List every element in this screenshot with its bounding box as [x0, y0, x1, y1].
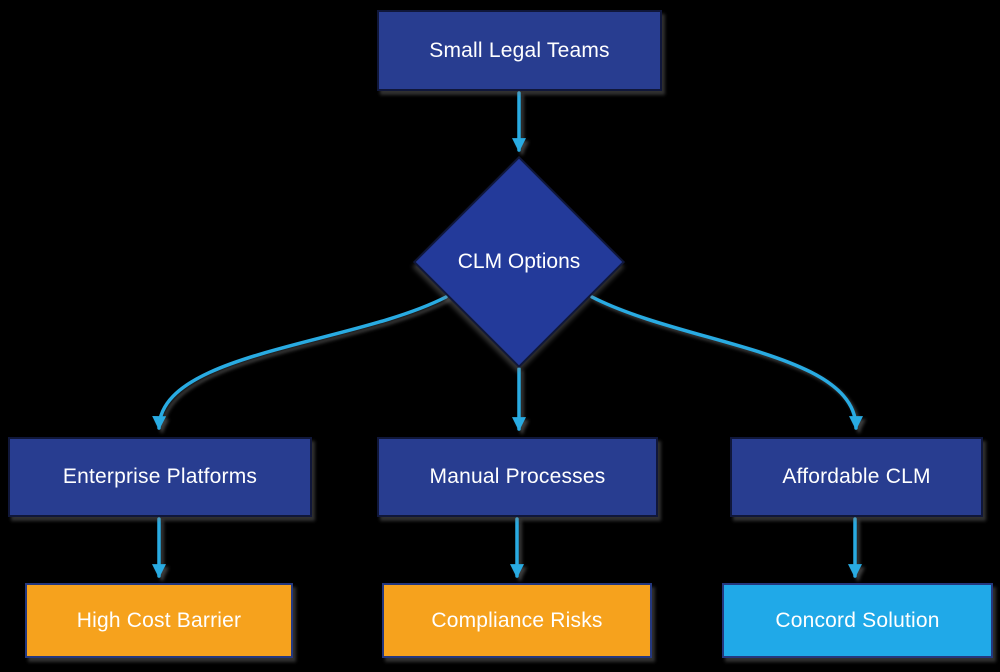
node-affordable-clm-label: Affordable CLM: [782, 465, 931, 488]
node-small-legal-teams-label: Small Legal Teams: [429, 38, 610, 62]
node-high-cost-barrier-label: High Cost Barrier: [76, 608, 242, 632]
node-clm-options-label: CLM Options: [457, 250, 581, 273]
node-manual-processes-label: Manual Processes: [429, 465, 606, 488]
edge-clm-options-to-affordable-clm: [590, 295, 863, 431]
edge-clm-options-to-enterprise-platforms: [152, 295, 448, 431]
node-clm-options: CLM Options: [412, 155, 626, 369]
node-concord-solution-label: Concord Solution: [775, 608, 940, 632]
node-enterprise-platforms: Enterprise Platforms: [8, 437, 312, 517]
node-enterprise-platforms-label: Enterprise Platforms: [62, 465, 258, 488]
node-high-cost-barrier: High Cost Barrier: [25, 583, 293, 658]
node-affordable-clm: Affordable CLM: [730, 437, 983, 517]
node-concord-solution: Concord Solution: [722, 583, 993, 658]
node-compliance-risks: Compliance Risks: [382, 583, 652, 658]
node-compliance-risks-label: Compliance Risks: [431, 608, 603, 632]
node-small-legal-teams: Small Legal Teams: [377, 10, 662, 91]
node-manual-processes: Manual Processes: [377, 437, 658, 517]
